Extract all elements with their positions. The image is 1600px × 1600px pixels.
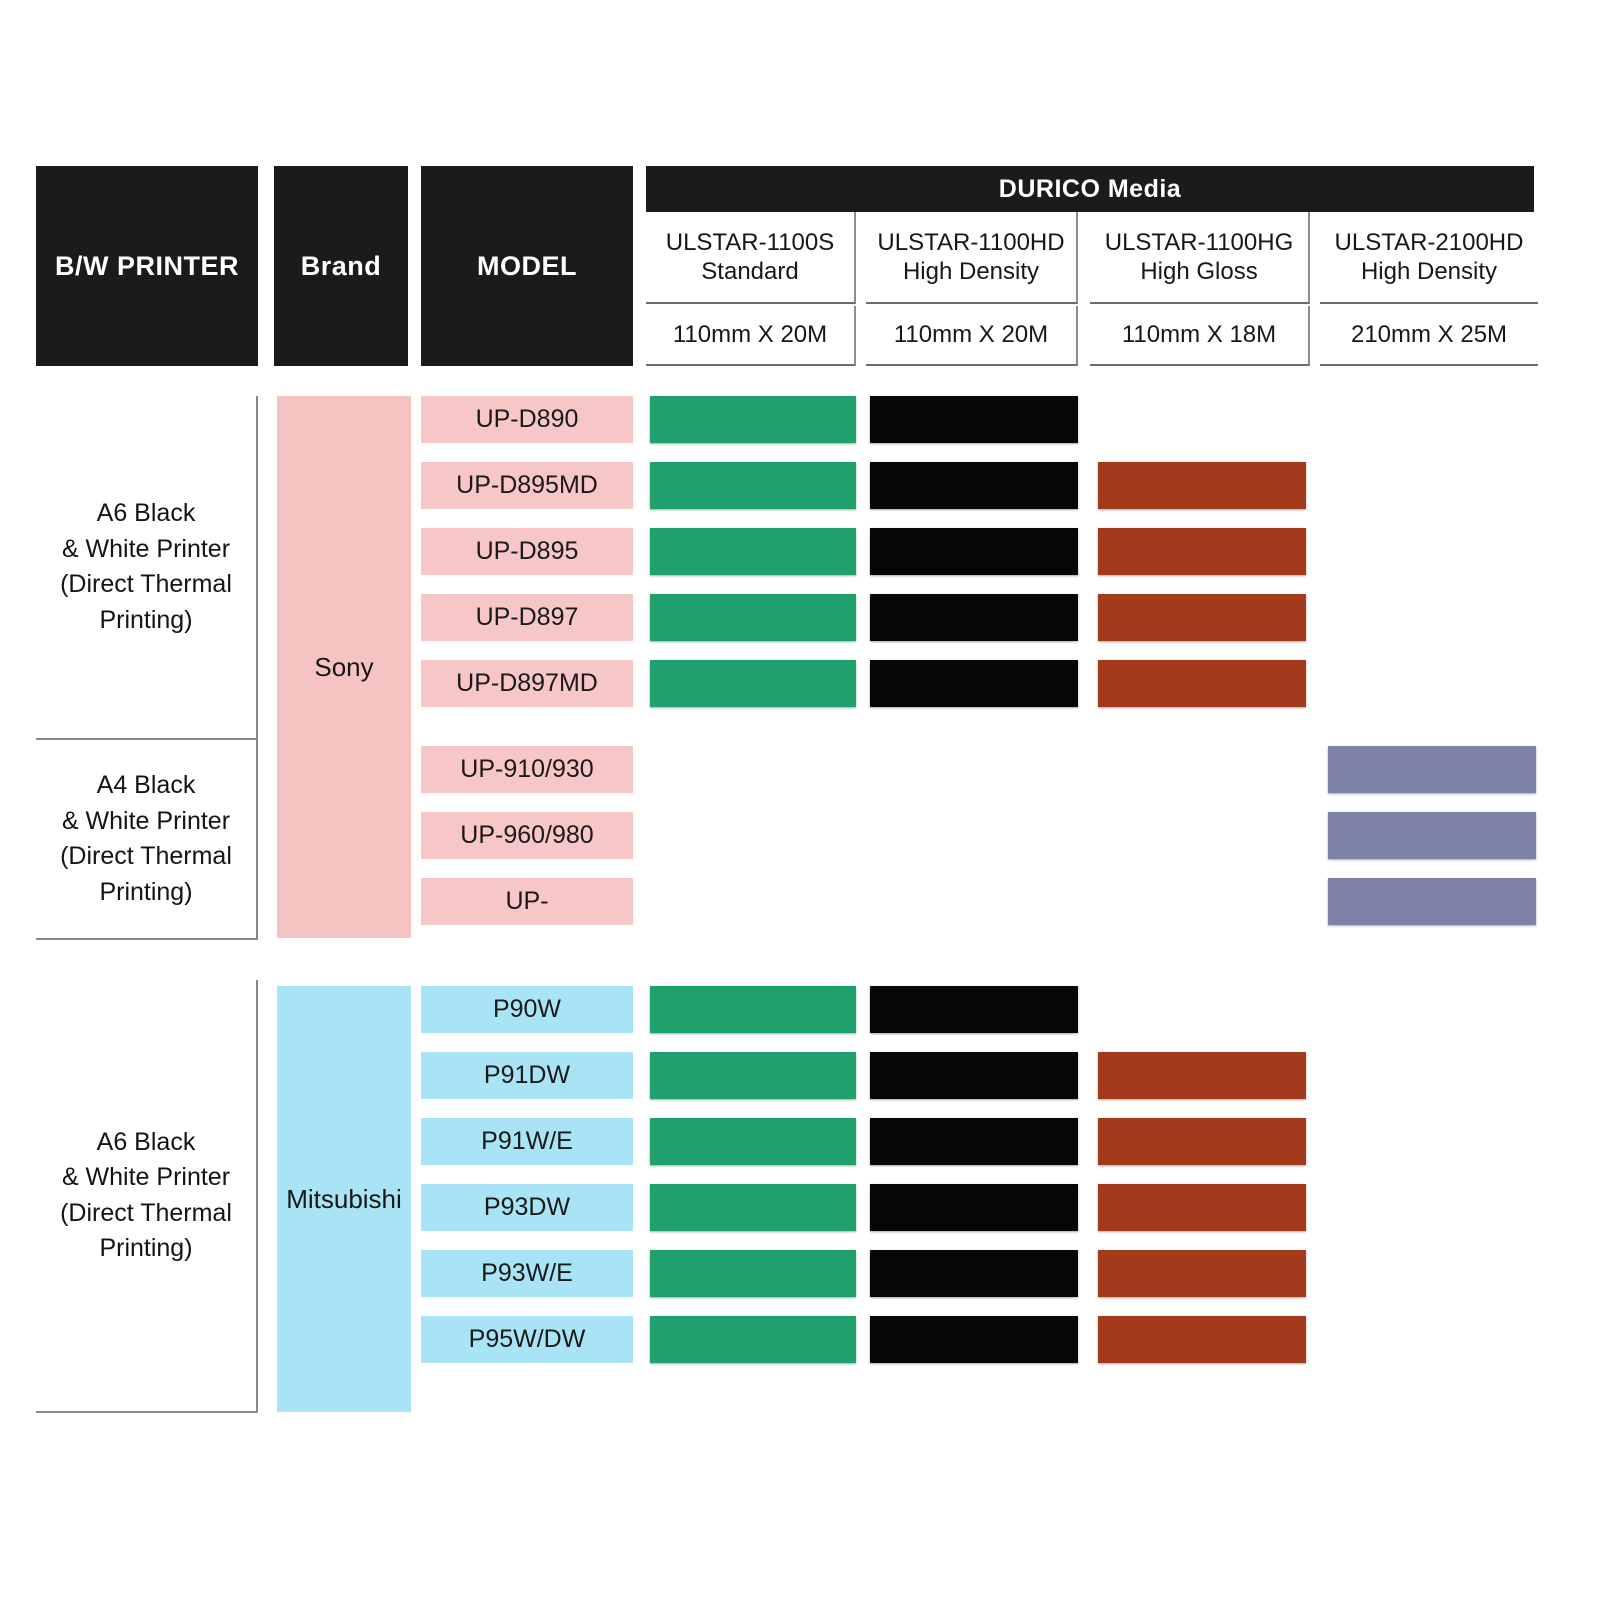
compat-bar xyxy=(870,528,1078,575)
media-col-1-code: ULSTAR-1100HD xyxy=(877,228,1065,256)
compat-bar xyxy=(870,594,1078,641)
compat-bar xyxy=(1328,878,1536,925)
compat-bar xyxy=(870,396,1078,443)
media-col-0-type: Standard xyxy=(701,258,799,285)
compat-bar xyxy=(870,1052,1078,1099)
compat-bar xyxy=(650,594,856,641)
model-cell: P95W/DW xyxy=(421,1316,633,1363)
model-cell: UP-D897MD xyxy=(421,660,633,707)
compat-bar xyxy=(650,1118,856,1165)
model-cell: UP- xyxy=(421,878,633,925)
model-label: P91W/E xyxy=(481,1127,573,1155)
media-col-3-type: High Density xyxy=(1360,258,1498,285)
compat-bar xyxy=(870,660,1078,707)
model-cell: P90W xyxy=(421,986,633,1033)
compat-bar xyxy=(650,396,856,443)
compat-bar xyxy=(1098,462,1306,509)
compat-bar xyxy=(650,986,856,1033)
compat-bar xyxy=(1098,660,1306,707)
model-label: UP-D897MD xyxy=(456,669,598,697)
printer-type-label: A6 Black & White Printer (Direct Thermal… xyxy=(60,499,232,634)
media-col-2-code: ULSTAR-1100HG xyxy=(1104,228,1294,256)
media-col-1-name: ULSTAR-1100HD High Density xyxy=(866,212,1078,304)
compat-bar xyxy=(1098,528,1306,575)
media-col-1-size: 110mm X 20M xyxy=(866,306,1078,366)
compat-bar xyxy=(870,1316,1078,1363)
brand-label: Sony xyxy=(314,651,374,682)
model-cell: UP-D897 xyxy=(421,594,633,641)
printer-type-cell-0: A6 Black & White Printer (Direct Thermal… xyxy=(36,396,258,740)
compat-bar xyxy=(650,1052,856,1099)
header-brand: Brand xyxy=(274,166,408,366)
printer-type-cell-1: A4 Black & White Printer (Direct Thermal… xyxy=(36,740,258,940)
media-col-1-type: High Density xyxy=(902,258,1040,285)
header-bw-printer: B/W PRINTER xyxy=(36,166,258,366)
model-label: P91DW xyxy=(483,1061,571,1089)
compat-bar xyxy=(1098,1184,1306,1231)
compat-bar xyxy=(870,986,1078,1033)
brand-cell-mitsubishi: Mitsubishi xyxy=(277,986,411,1412)
model-cell: P91W/E xyxy=(421,1118,633,1165)
model-cell: UP-D895 xyxy=(421,528,633,575)
media-col-3-size: 210mm X 25M xyxy=(1320,306,1538,366)
compat-bar xyxy=(1328,812,1536,859)
compat-bar xyxy=(870,1118,1078,1165)
compat-bar xyxy=(650,1250,856,1297)
printer-type-cell-2: A6 Black & White Printer (Direct Thermal… xyxy=(36,980,258,1413)
model-label: UP-D895MD xyxy=(456,471,598,499)
compat-bar xyxy=(1098,1052,1306,1099)
media-col-2-size: 110mm X 18M xyxy=(1090,306,1310,366)
model-label: UP-D895 xyxy=(475,537,579,565)
model-label: P93W/E xyxy=(481,1259,573,1287)
model-cell: P93W/E xyxy=(421,1250,633,1297)
compat-bar xyxy=(1098,1250,1306,1297)
model-label: P95W/DW xyxy=(468,1325,586,1353)
compat-bar xyxy=(1098,1316,1306,1363)
media-col-2-name: ULSTAR-1100HG High Gloss xyxy=(1090,212,1310,304)
compat-bar xyxy=(650,1316,856,1363)
compat-bar xyxy=(1098,594,1306,641)
model-cell: UP-960/980 xyxy=(421,812,633,859)
header-durico-media: DURICO Media xyxy=(646,166,1534,212)
model-cell: P93DW xyxy=(421,1184,633,1231)
model-label: P90W xyxy=(492,995,562,1023)
media-col-0-name: ULSTAR-1100S Standard xyxy=(646,212,856,304)
model-label: P93DW xyxy=(483,1193,571,1221)
media-col-3-name: ULSTAR-2100HD High Density xyxy=(1320,212,1538,304)
model-label: UP-D890 xyxy=(475,405,579,433)
compat-bar xyxy=(650,462,856,509)
media-col-0-size: 110mm X 20M xyxy=(646,306,856,366)
model-cell: P91DW xyxy=(421,1052,633,1099)
model-label: UP- xyxy=(505,887,549,915)
model-label: UP-910/930 xyxy=(460,755,594,783)
compat-bar xyxy=(1098,1118,1306,1165)
compat-bar xyxy=(870,1250,1078,1297)
compat-bar xyxy=(650,660,856,707)
model-label: UP-960/980 xyxy=(460,821,594,849)
model-cell: UP-910/930 xyxy=(421,746,633,793)
printer-type-label: A6 Black & White Printer (Direct Thermal… xyxy=(60,1127,232,1263)
model-label: UP-D897 xyxy=(475,603,579,631)
media-col-0-code: ULSTAR-1100S xyxy=(665,228,835,256)
brand-cell-sony: Sony xyxy=(277,396,411,938)
media-col-3-code: ULSTAR-2100HD xyxy=(1334,228,1524,256)
compat-bar xyxy=(650,1184,856,1231)
compat-bar xyxy=(870,462,1078,509)
model-cell: UP-D890 xyxy=(421,396,633,443)
media-col-2-type: High Gloss xyxy=(1140,258,1258,285)
brand-label: Mitsubishi xyxy=(286,1183,402,1214)
header-model: MODEL xyxy=(421,166,633,366)
compat-bar xyxy=(870,1184,1078,1231)
compat-bar xyxy=(1328,746,1536,793)
compat-bar xyxy=(650,528,856,575)
model-cell: UP-D895MD xyxy=(421,462,633,509)
printer-type-label: A4 Black & White Printer (Direct Thermal… xyxy=(60,771,232,906)
